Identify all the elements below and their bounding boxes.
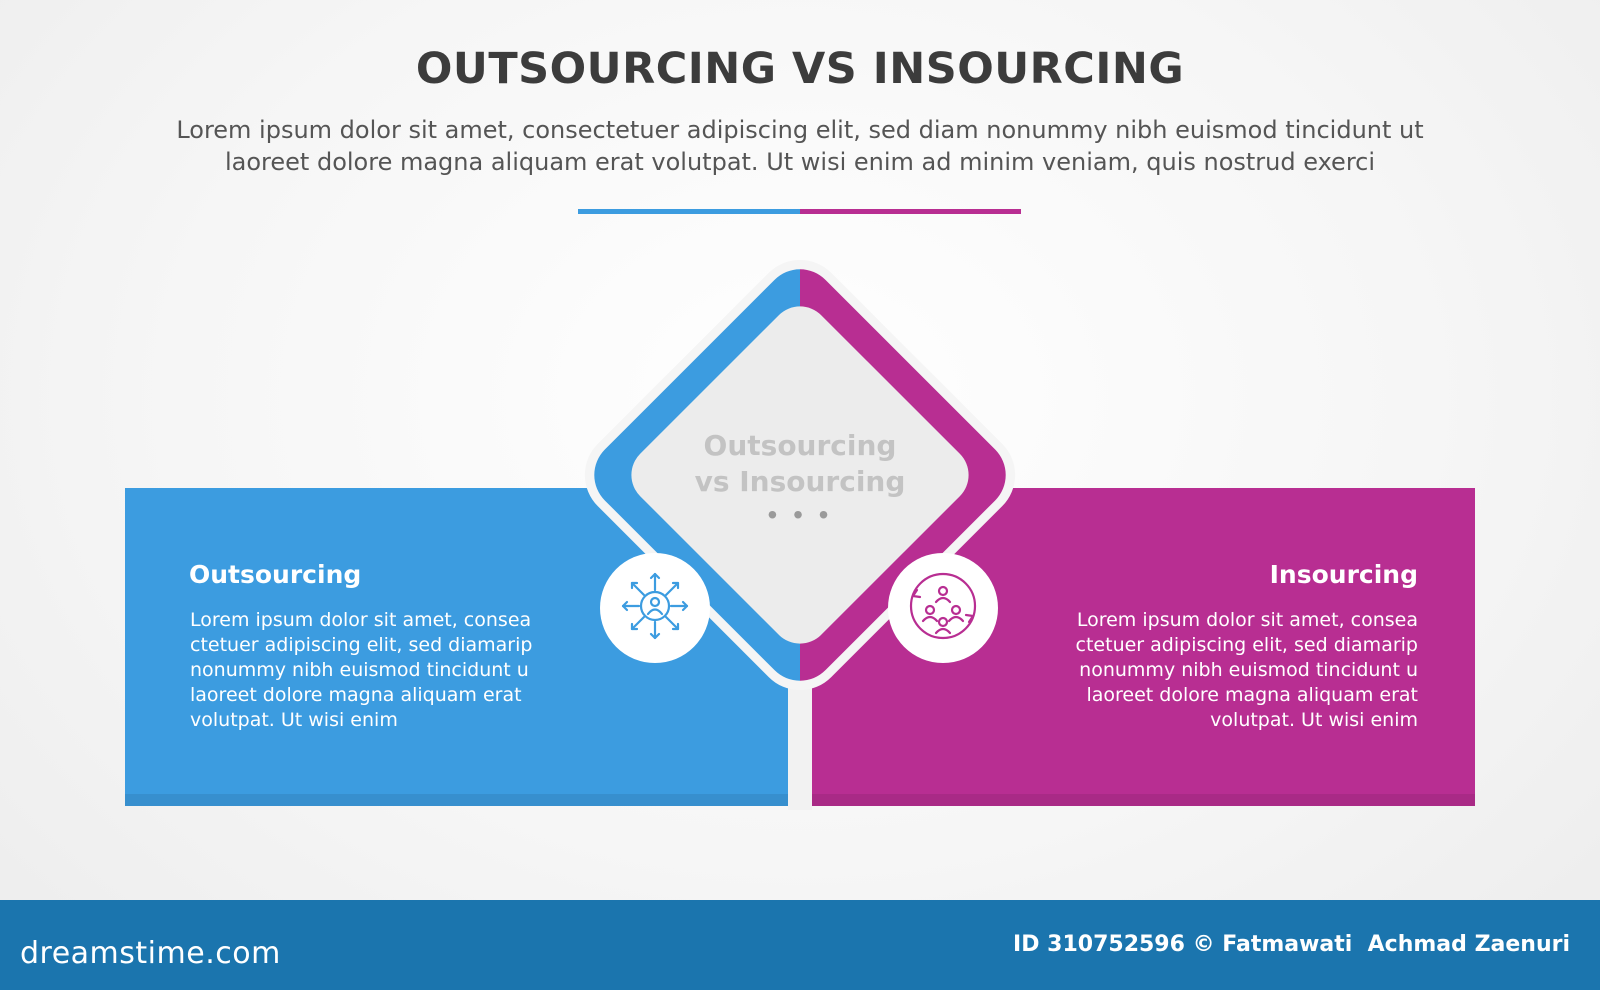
subtitle-line: Lorem ipsum dolor sit amet, consectetuer…: [176, 116, 1424, 144]
outsourcing-icon-badge: [600, 553, 710, 663]
center-label-line: Outsourcing: [703, 429, 897, 462]
ellipsis-icon: • • •: [767, 499, 833, 530]
network-distribution-icon: [617, 568, 693, 649]
divider-magenta: [800, 209, 1021, 214]
center-label: Outsourcing vs Insourcing: [640, 428, 960, 500]
body-line: Lorem ipsum dolor sit amet, consea: [190, 609, 532, 631]
dreamstime-logo: dreamstime.com: [20, 936, 281, 971]
body-line: laoreet dolore magna aliquam erat: [1086, 684, 1418, 706]
insourcing-icon-badge: [888, 553, 998, 663]
panel-shade: [812, 794, 1475, 806]
page-title: OUTSOURCING VS INSOURCING: [415, 44, 1185, 94]
page-subtitle: Lorem ipsum dolor sit amet, consectetuer…: [110, 114, 1490, 178]
diamond-inner: [631, 306, 969, 644]
body-line: laoreet dolore magna aliquam erat: [190, 684, 522, 706]
image-credit: ID 310752596 © Fatmawati Achmad Zaenuri: [1013, 932, 1570, 957]
body-line: ctetuer adipiscing elit, sed diamarip: [1075, 634, 1418, 656]
body-line: nonummy nibh euismod tincidunt u: [1079, 659, 1418, 681]
center-diamond: [584, 259, 1016, 810]
footer-bar: [0, 900, 1600, 990]
panel-shade: [125, 794, 788, 806]
body-line: ctetuer adipiscing elit, sed diamarip: [190, 634, 533, 656]
body-line: volutpat. Ut wisi enim: [1210, 709, 1418, 731]
body-line: volutpat. Ut wisi enim: [190, 709, 398, 731]
insourcing-title: Insourcing: [1269, 560, 1418, 589]
subtitle-line: laoreet dolore magna aliquam erat volutp…: [224, 148, 1376, 176]
outsourcing-title: Outsourcing: [189, 560, 362, 589]
center-label-line: vs Insourcing: [694, 465, 906, 498]
body-line: nonummy nibh euismod tincidunt u: [190, 659, 529, 681]
team-cycle-icon: [903, 566, 983, 651]
outsourcing-body: Lorem ipsum dolor sit amet, consea ctetu…: [190, 608, 560, 733]
insourcing-body: Lorem ipsum dolor sit amet, consea ctetu…: [1048, 608, 1418, 733]
divider-blue: [578, 209, 800, 214]
body-line: Lorem ipsum dolor sit amet, consea: [1076, 609, 1418, 631]
